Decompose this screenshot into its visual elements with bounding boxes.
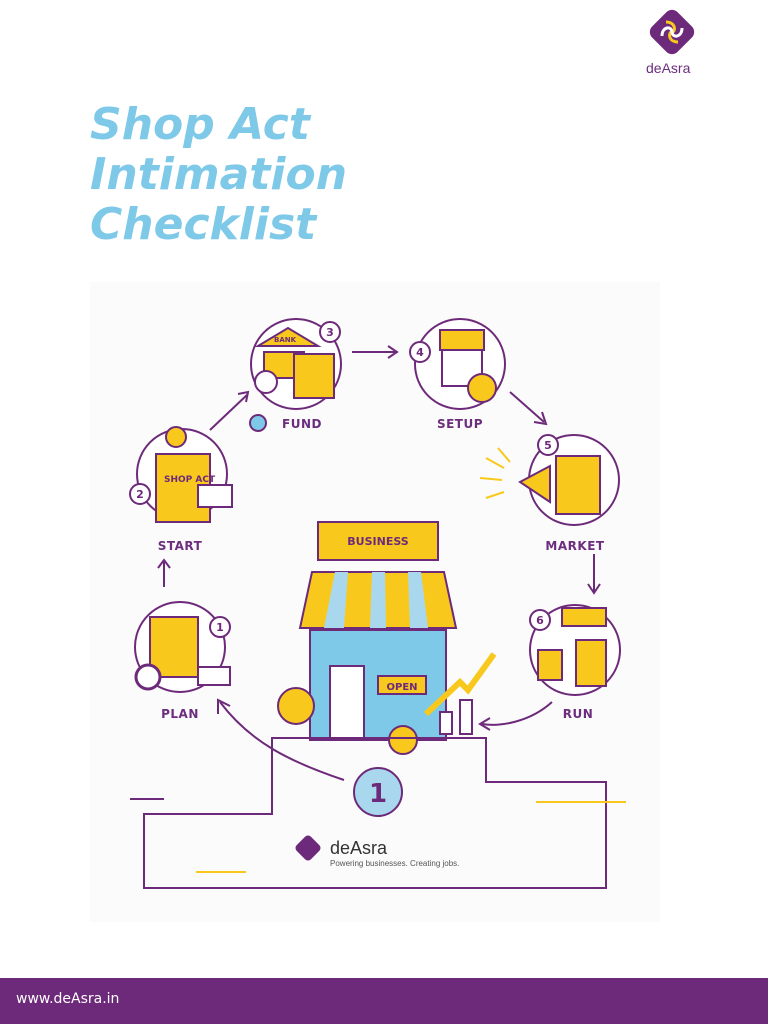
shop-icon xyxy=(561,607,607,627)
receipt-icon xyxy=(575,639,607,687)
step-run: 6 RUN xyxy=(529,604,621,721)
rupee-coin-icon xyxy=(388,725,418,755)
step-setup: 4 SETUP xyxy=(409,318,506,431)
brand-name: deAsra xyxy=(646,60,691,76)
step-number: 6 xyxy=(536,614,544,627)
magnifier-icon xyxy=(134,663,162,691)
bank-label: BANK xyxy=(274,336,297,344)
storefront: BUSINESS OPEN xyxy=(277,521,497,755)
podium-number: 1 xyxy=(369,779,387,809)
step-label: MARKET xyxy=(545,539,604,553)
step-number: 2 xyxy=(136,488,144,501)
step-number: 5 xyxy=(544,439,552,452)
logo-name: deAsra xyxy=(330,838,388,858)
step-label: SETUP xyxy=(437,417,483,431)
awning-icon xyxy=(439,329,485,351)
rupee-note-icon xyxy=(197,666,231,686)
price-tag-icon xyxy=(537,649,563,681)
footer-bar: www.deAsra.in xyxy=(0,978,768,1024)
bank-icon xyxy=(254,326,322,347)
megaphone-icon xyxy=(518,464,551,504)
title-line-3: Checklist xyxy=(90,199,317,250)
page-title: Shop Act Intimation Checklist xyxy=(90,100,347,250)
logo-tagline: Powering businesses. Creating jobs. xyxy=(330,859,459,868)
business-sign-text: BUSINESS xyxy=(347,535,408,548)
podium xyxy=(143,737,607,889)
podium-badge xyxy=(353,767,403,817)
business-signboard xyxy=(317,521,439,561)
deasra-logo-icon xyxy=(295,835,321,861)
cycle-arrows xyxy=(157,345,601,781)
step-market: 5 MARKET xyxy=(479,434,620,553)
money-bag-icon xyxy=(254,370,278,394)
shop-act-label: SHOP ACT xyxy=(164,475,216,485)
growth-arrow-icon xyxy=(423,652,497,717)
report-icon xyxy=(293,353,335,399)
id-card-icon xyxy=(197,484,233,508)
business-cycle-illustration: 1 PLAN SHOP ACT 2 START BANK 3 FUND xyxy=(90,282,660,922)
footer-url[interactable]: www.deAsra.in xyxy=(16,991,120,1007)
checklist-icon xyxy=(149,616,199,678)
step-label: FUND xyxy=(282,417,322,431)
step-number: 3 xyxy=(326,326,334,339)
step-label: PLAN xyxy=(161,707,199,721)
step-label: RUN xyxy=(563,707,594,721)
step-number: 1 xyxy=(216,621,224,634)
deasra-logo-icon xyxy=(649,9,695,55)
step-plan: 1 PLAN xyxy=(134,601,231,721)
step-number: 4 xyxy=(416,346,424,359)
step-label: START xyxy=(158,539,203,553)
check-icon xyxy=(249,414,267,432)
poster-icon xyxy=(555,455,601,515)
title-line-2: Intimation xyxy=(90,149,348,200)
shop-door xyxy=(329,665,365,741)
open-sign xyxy=(377,675,427,695)
gear-icon xyxy=(467,373,497,403)
brand-logo xyxy=(632,8,712,84)
location-pin-icon xyxy=(165,426,187,448)
title-line-1: Shop Act xyxy=(90,99,310,150)
gear-icon xyxy=(277,687,315,725)
step-start: SHOP ACT 2 START xyxy=(129,426,233,553)
step-fund: BANK 3 FUND xyxy=(249,318,342,432)
open-sign-text: OPEN xyxy=(386,682,417,693)
